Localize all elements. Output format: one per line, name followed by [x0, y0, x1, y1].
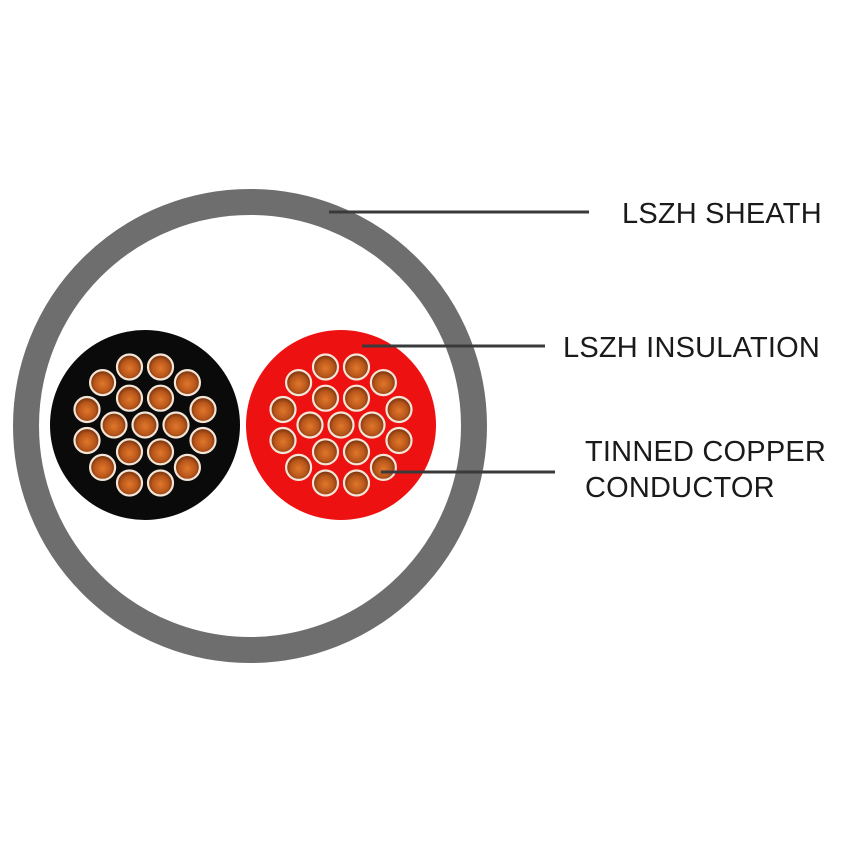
red-copper-strand — [296, 411, 324, 439]
black-copper-strand — [173, 369, 201, 397]
black-copper-strand — [115, 469, 144, 497]
black-core-strands — [73, 353, 217, 497]
red-core-strands — [269, 353, 413, 497]
black-copper-strand — [189, 426, 217, 455]
black-copper-strand — [88, 453, 117, 481]
black-copper-strand — [115, 384, 144, 412]
red-copper-strand — [369, 453, 397, 481]
red-copper-strand — [311, 438, 340, 466]
black-copper-strand — [115, 353, 144, 381]
black-copper-strand — [88, 369, 117, 397]
insulation-label-text: LSZH INSULATION — [563, 332, 821, 364]
sheath-label: LSZH SHEATH — [622, 196, 822, 232]
black-copper-strand — [146, 438, 175, 466]
sheath-label-text: LSZH SHEATH — [622, 198, 822, 230]
black-copper-strand — [146, 353, 175, 381]
black-copper-strand — [131, 411, 159, 439]
conductor-label-line2: CONDUCTOR — [585, 472, 775, 504]
red-copper-strand — [311, 353, 340, 381]
red-copper-strand — [269, 426, 297, 455]
conductor-label-line1: TINNED COPPER — [585, 436, 827, 468]
red-copper-strand — [358, 411, 386, 439]
black-copper-strand — [115, 438, 144, 466]
red-copper-strand — [327, 411, 355, 439]
black-copper-strand — [73, 426, 101, 455]
red-copper-strand — [311, 469, 340, 497]
conductor-label: TINNED COPPER CONDUCTOR — [585, 434, 826, 506]
red-copper-strand — [342, 353, 371, 381]
red-copper-strand — [269, 395, 297, 424]
black-copper-strand — [146, 469, 175, 497]
red-copper-strand — [285, 369, 313, 397]
red-copper-strand — [342, 438, 371, 466]
red-copper-strand — [311, 384, 340, 412]
red-copper-strand — [385, 426, 413, 455]
red-copper-strand — [342, 469, 371, 497]
red-copper-strand — [285, 453, 313, 481]
black-copper-strand — [146, 384, 175, 412]
red-copper-strand — [385, 395, 413, 424]
black-copper-strand — [189, 395, 217, 424]
black-copper-strand — [173, 453, 201, 481]
lszh-sheath — [13, 189, 487, 663]
insulation-label: LSZH INSULATION — [563, 330, 820, 366]
black-copper-strand — [100, 411, 128, 439]
red-copper-strand — [342, 384, 371, 412]
red-copper-strand — [369, 369, 397, 397]
black-copper-strand — [162, 411, 190, 439]
black-copper-strand — [73, 395, 101, 424]
